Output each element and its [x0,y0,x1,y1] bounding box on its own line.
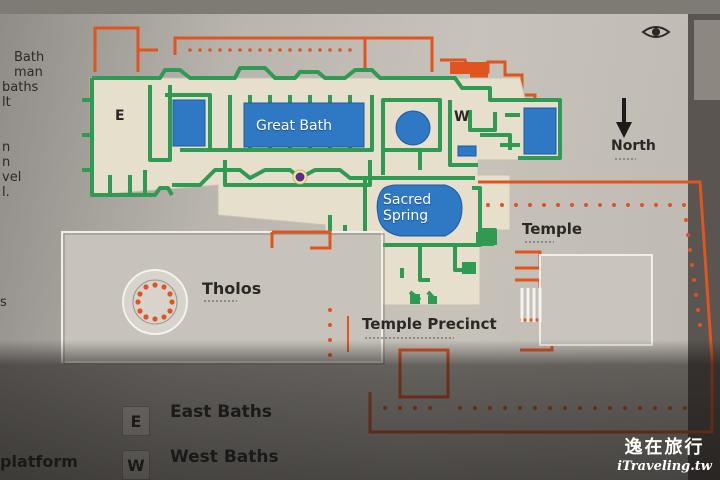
temple-platform [539,254,653,346]
north-label: North [611,138,656,154]
watermark: 逸在旅行 iTraveling.tw [617,433,712,474]
you-are-here-marker [292,169,308,185]
temple-label: Temple [522,220,583,238]
tholos-label: Tholos [202,279,262,298]
legend-key-west: W [122,450,150,480]
eye-icon [641,26,671,38]
sacred-spring-pool [376,184,463,237]
pools-blue [172,99,557,237]
watermark-chinese: 逸在旅行 [624,437,705,458]
legend-key-east: E [122,406,150,436]
circular-pool [395,110,431,146]
north-braille [614,157,636,162]
east-pool [172,99,206,147]
legend-label-west-baths: West Baths [170,447,279,467]
tholos-ring-icon [122,269,188,335]
temple-precinct-label: Temple Precinct [362,315,497,333]
east-marker-label: E [115,108,125,124]
small-pool [457,145,477,157]
tholos-braille [203,299,237,304]
sacred-spring-label-line1: Sacred [383,192,432,208]
temple-precinct-braille [364,336,454,341]
north-arrow-icon [616,98,632,138]
legend-platform-fragment: platform [0,452,78,471]
west-marker-label: W [454,109,470,125]
baths-outline-dots [188,48,352,52]
great-bath-label: Great Bath [256,118,332,134]
temple-steps [520,288,542,322]
west-pool [523,107,557,155]
great-bath-pool [243,102,365,148]
baths-outline-orange [93,26,537,108]
plaque-top-edge [0,0,720,14]
left-description-text: Bath man baths lt n n vel l. s [0,50,45,310]
legend-label-east-baths: East Baths [170,402,273,422]
sacred-spring-label-line2: Spring [383,208,429,224]
temple-braille [524,240,554,245]
watermark-site: iTraveling.tw [617,459,712,474]
